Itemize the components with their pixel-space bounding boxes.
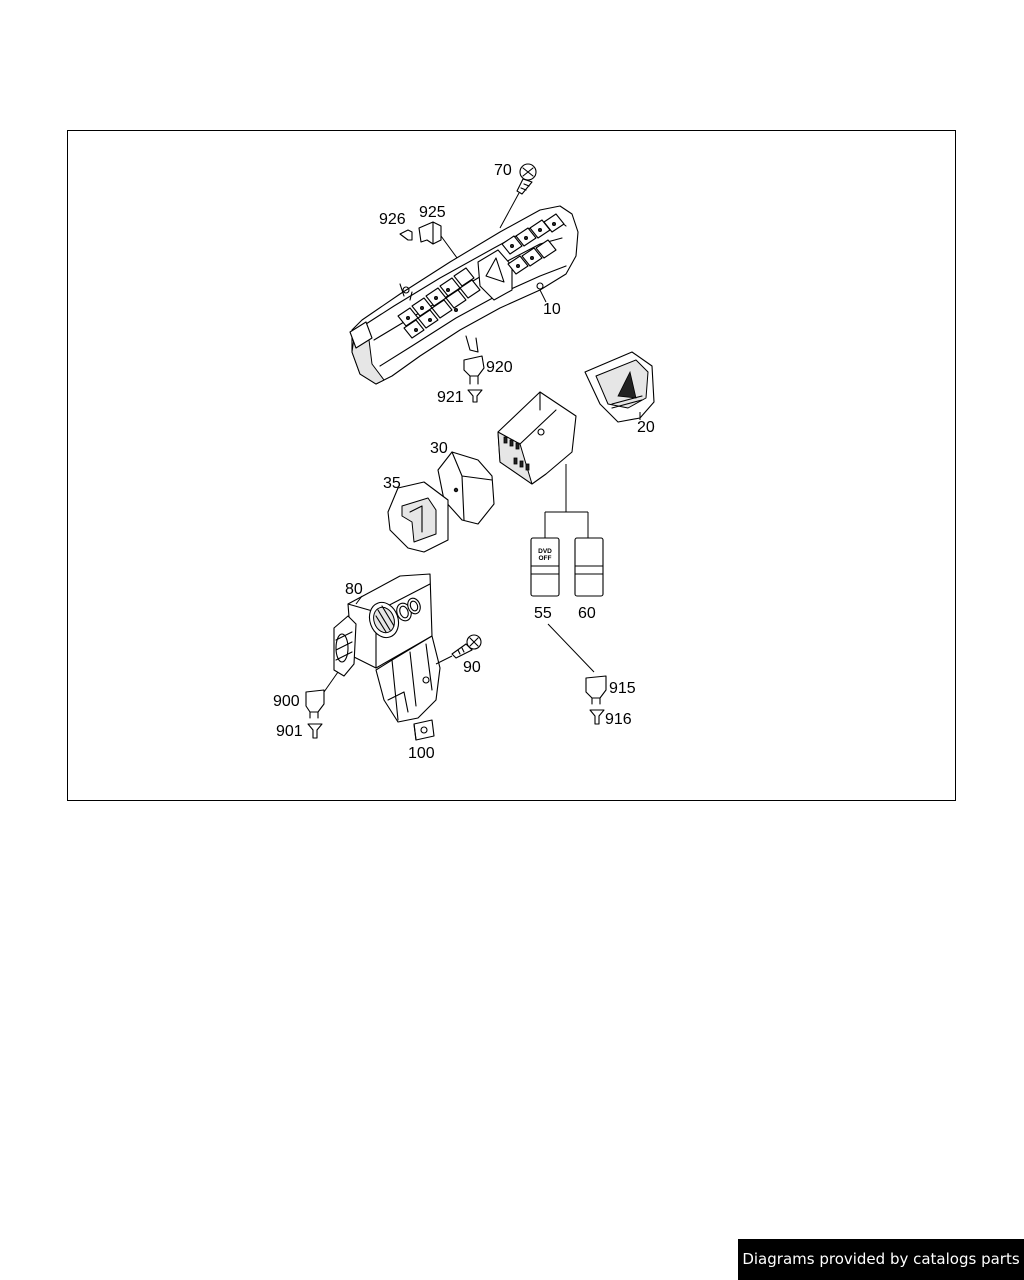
label-20: 20 (637, 419, 655, 436)
label-90: 90 (463, 659, 481, 676)
label-55: 55 (534, 605, 552, 622)
part-916-pin (589, 709, 605, 725)
part-10-switch-panel (349, 205, 579, 385)
label-60: 60 (578, 605, 596, 622)
part-100-clip (413, 719, 435, 741)
label-30: 30 (430, 440, 448, 457)
label-100: 100 (408, 745, 435, 762)
part-20-cap (584, 351, 655, 423)
label-916: 916 (605, 711, 632, 728)
label-80: 80 (345, 581, 363, 598)
switch-housing (497, 391, 589, 538)
label-900: 900 (273, 693, 300, 710)
part-30-cover (437, 451, 495, 525)
label-35: 35 (383, 475, 401, 492)
part-60-button (574, 537, 604, 597)
label-915: 915 (609, 680, 636, 697)
label-925: 925 (419, 204, 446, 221)
part-925-clip (418, 221, 461, 263)
part-915-clip (585, 675, 607, 705)
part-35-cover (387, 481, 449, 553)
dvd-label-line1: DVD (538, 548, 552, 555)
label-926: 926 (379, 211, 406, 228)
dvd-label-line2: OFF (539, 555, 552, 562)
part-80-light-switch (333, 573, 441, 723)
label-921: 921 (437, 389, 464, 406)
part-921-pin (467, 389, 483, 403)
part-55-dvd-button: DVD OFF (530, 537, 595, 673)
part-901-pin (307, 723, 323, 739)
label-920: 920 (486, 359, 513, 376)
part-926-pin (399, 229, 413, 241)
label-70: 70 (494, 162, 512, 179)
credit-banner: Diagrams provided by catalogs parts (738, 1239, 1024, 1280)
diagram-frame (67, 130, 956, 801)
label-10: 10 (543, 301, 561, 318)
part-90-screw (435, 634, 482, 665)
label-901: 901 (276, 723, 303, 740)
part-900-clip (305, 671, 339, 719)
part-70-screw (499, 163, 537, 229)
part-labels: 70 926 925 10 920 921 20 30 35 80 55 60 … (273, 162, 655, 762)
part-920-clip (463, 355, 485, 385)
